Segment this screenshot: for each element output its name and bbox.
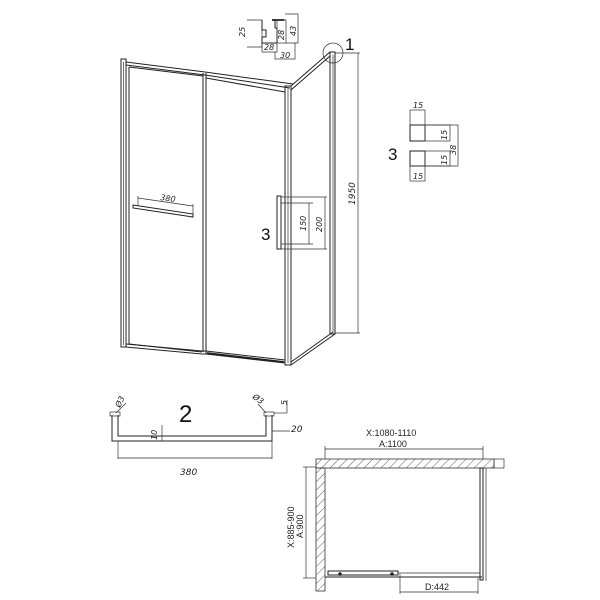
dim-profile-28-width: 28 [264, 43, 274, 52]
towel-bar-detail: Ø3 Ø3 5 20 10 380 2 [109, 391, 303, 478]
profile-cross-section-detail: 25 28 43 28 30 [238, 13, 299, 60]
dim-profile-25: 25 [238, 27, 247, 37]
plan-width-nominal: A:1100 [379, 439, 407, 449]
dim-length-380: 380 [180, 468, 197, 478]
dim-hole-left: Ø3 [112, 394, 126, 409]
dim-profile-43: 43 [289, 26, 298, 36]
plan-width-range: X:1080-1110 [366, 428, 416, 438]
dim-towel-bar-380: 380 [160, 193, 176, 204]
dim-handle-detail-15b: 15 [440, 155, 449, 165]
dim-handle-detail-bottom-15: 15 [413, 172, 423, 181]
dim-handle-detail-15a: 15 [440, 130, 449, 140]
dim-offset-5: 5 [280, 400, 289, 405]
dim-handle-detail-38: 38 [449, 145, 458, 155]
plan-view: X:1080-1110 A:1100 X:885-900 A:900 D:442 [286, 428, 505, 594]
dim-profile-30: 30 [280, 51, 290, 60]
dim-handle-detail-top-15: 15 [413, 101, 423, 110]
callout-1: 1 [345, 35, 354, 54]
plan-depth-range: X:885-900 [286, 506, 296, 548]
dim-handle-200: 200 [315, 217, 324, 232]
callout-3-handle: 3 [261, 225, 270, 244]
plan-door-opening: D:442 [425, 582, 449, 592]
dim-profile-28-vertical: 28 [277, 30, 286, 40]
dim-thickness-10: 10 [150, 430, 159, 440]
enclosure-perspective-view: 380 150 200 3 1950 1 [120, 35, 360, 366]
plan-depth-nominal: A:900 [295, 514, 305, 538]
callout-2: 2 [179, 401, 192, 428]
handle-profile-detail: 15 15 15 38 15 3 [388, 101, 459, 182]
dim-handle-150: 150 [299, 216, 308, 231]
callout-3-side: 3 [388, 145, 397, 164]
dim-hole-right: Ø3 [250, 391, 266, 406]
dim-height-1950: 1950 [348, 182, 358, 205]
dim-depth-20: 20 [291, 425, 303, 435]
